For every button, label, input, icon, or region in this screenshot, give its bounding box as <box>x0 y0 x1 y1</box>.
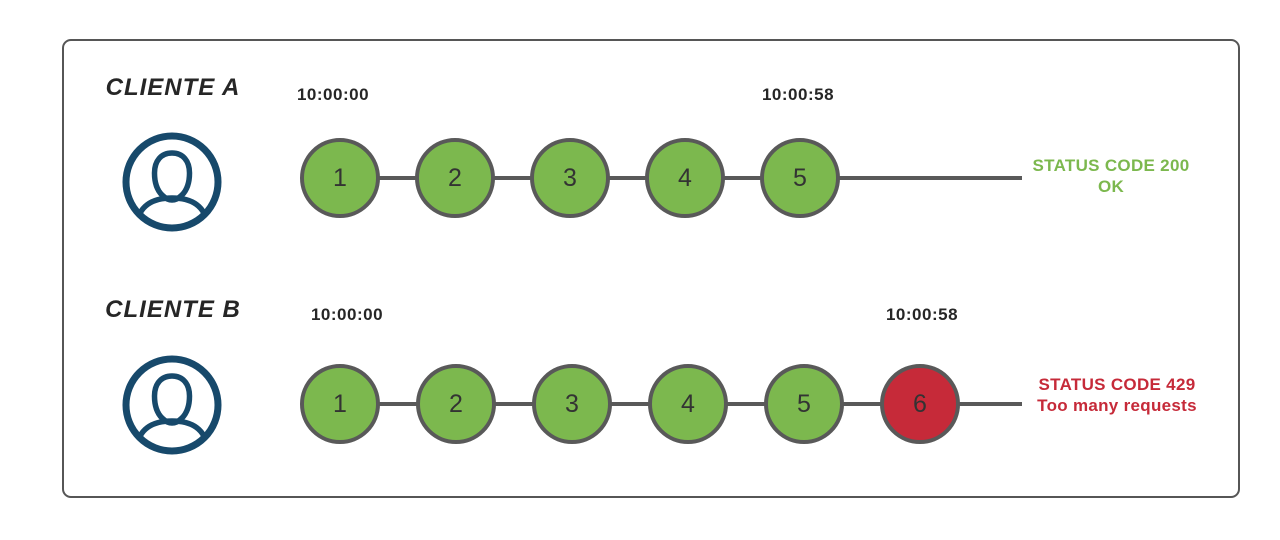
request-circle: 1 <box>300 138 380 218</box>
status-code-text: STATUS CODE 429 <box>1038 375 1196 394</box>
request-circle: 2 <box>415 138 495 218</box>
request-circle: 3 <box>532 364 612 444</box>
client-b-label: CLIENTE B <box>105 296 241 323</box>
client-a-label: CLIENTE A <box>105 74 241 101</box>
request-circle-blocked: 6 <box>880 364 960 444</box>
request-circle: 4 <box>645 138 725 218</box>
request-circle: 4 <box>648 364 728 444</box>
request-circle: 5 <box>764 364 844 444</box>
status-message-text: OK <box>1097 177 1125 196</box>
diagram-frame <box>62 39 1240 498</box>
status-code-text: STATUS CODE 200 <box>1032 156 1190 175</box>
status-label-429: STATUS CODE 429 Too many requests <box>1022 374 1212 416</box>
request-circle: 1 <box>300 364 380 444</box>
end-timestamp: 10:00:58 <box>885 305 959 324</box>
status-label-200: STATUS CODE 200 OK <box>1022 155 1200 197</box>
status-message-text: Too many requests <box>1037 396 1197 415</box>
start-timestamp: 10:00:00 <box>296 85 370 104</box>
user-circle-icon <box>122 355 222 455</box>
user-circle-icon <box>122 132 222 232</box>
start-timestamp: 10:00:00 <box>310 305 384 324</box>
request-circle: 5 <box>760 138 840 218</box>
request-circle: 3 <box>530 138 610 218</box>
request-circle: 2 <box>416 364 496 444</box>
end-timestamp: 10:00:58 <box>761 85 835 104</box>
